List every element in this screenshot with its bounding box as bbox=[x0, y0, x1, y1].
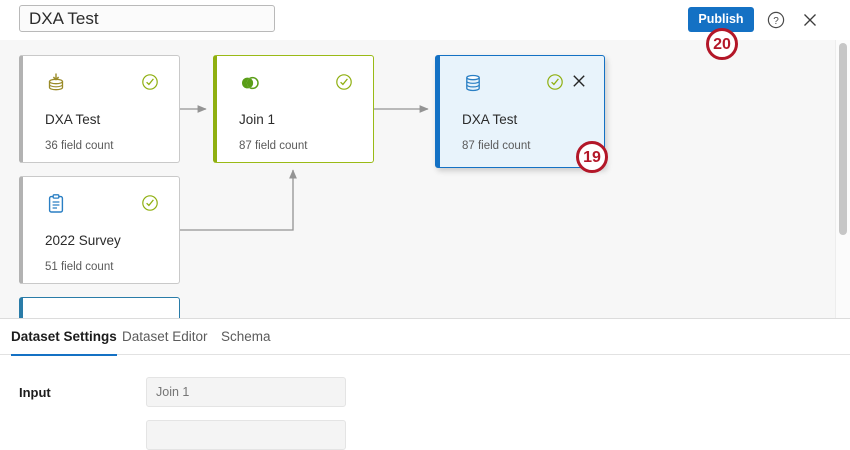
help-icon[interactable]: ? bbox=[766, 10, 786, 30]
canvas-scrollbar-thumb[interactable] bbox=[839, 43, 847, 235]
node-close-icon[interactable] bbox=[570, 72, 588, 90]
dataset-title-input[interactable] bbox=[19, 5, 275, 32]
pipeline-node-input-dxa[interactable]: DXA Test 36 field count bbox=[19, 55, 180, 163]
pipeline-node-partial[interactable] bbox=[19, 297, 180, 318]
input-dataset-field[interactable] bbox=[146, 377, 346, 407]
node-field-count: 51 field count bbox=[45, 261, 114, 273]
node-title: Join 1 bbox=[239, 112, 276, 127]
node-title: DXA Test bbox=[462, 112, 518, 127]
canvas-connectors bbox=[180, 105, 429, 231]
input-field-label: Input bbox=[19, 385, 51, 400]
bottom-panel: Dataset Settings Dataset Editor Schema I… bbox=[0, 318, 850, 426]
node-field-count: 36 field count bbox=[45, 140, 114, 152]
database-icon bbox=[462, 72, 484, 94]
close-window-icon[interactable] bbox=[800, 10, 820, 30]
pipeline-node-join[interactable]: Join 1 87 field count bbox=[213, 55, 374, 163]
node-title: DXA Test bbox=[45, 112, 101, 127]
tab-dataset-editor[interactable]: Dataset Editor bbox=[122, 329, 208, 344]
clipboard-survey-icon bbox=[45, 193, 67, 215]
data-import-icon bbox=[45, 72, 67, 94]
check-circle-icon bbox=[335, 73, 353, 91]
node-field-count: 87 field count bbox=[462, 140, 531, 152]
svg-text:?: ? bbox=[773, 16, 779, 27]
join-venn-icon bbox=[239, 72, 261, 94]
panel-tab-bar: Dataset Settings Dataset Editor Schema bbox=[0, 319, 850, 356]
annotation-badge-20: 20 bbox=[706, 28, 738, 60]
publish-button[interactable]: Publish bbox=[688, 7, 754, 32]
check-circle-icon bbox=[141, 73, 159, 91]
check-circle-icon bbox=[141, 194, 159, 212]
top-bar: Publish ? bbox=[0, 0, 850, 40]
check-circle-icon bbox=[546, 73, 564, 91]
node-title: 2022 Survey bbox=[45, 233, 121, 248]
canvas-scrollbar[interactable] bbox=[835, 40, 850, 318]
annotation-badge-19: 19 bbox=[576, 141, 608, 173]
tab-dataset-settings[interactable]: Dataset Settings bbox=[11, 319, 117, 356]
tab-schema[interactable]: Schema bbox=[221, 329, 271, 344]
pipeline-canvas[interactable]: DXA Test 36 field count Join 1 87 field … bbox=[0, 40, 850, 318]
node-field-count: 87 field count bbox=[239, 140, 308, 152]
pipeline-node-survey[interactable]: 2022 Survey 51 field count bbox=[19, 176, 180, 284]
